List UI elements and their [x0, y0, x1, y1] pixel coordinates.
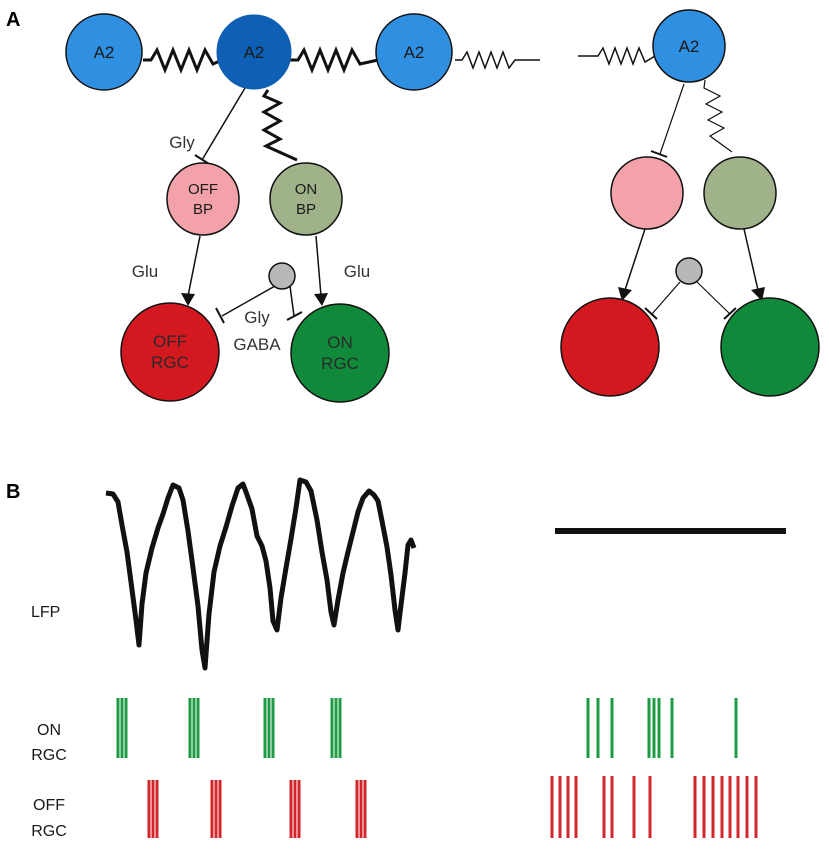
on-glu-synapse [314, 293, 328, 306]
off-bp-label-line2: BP [193, 201, 213, 218]
off-rgc-label-line1: OFF [153, 332, 187, 351]
inhib-line-left [221, 285, 276, 317]
a2-cell-4 [652, 9, 726, 83]
on-rgc-row-label-line2: RGC [31, 747, 67, 764]
inhib-bar-left [215, 307, 225, 324]
a2-label-1: A2 [94, 43, 115, 62]
right-inhib-bar-right [723, 307, 737, 320]
gap-junction-on-bp [260, 89, 298, 162]
right-on-bp-to-rgc [743, 228, 759, 291]
off-glu-synapse [181, 293, 195, 306]
a2-cell-2 [216, 14, 292, 90]
lfp-label: LFP [31, 604, 60, 621]
off-bp-to-off-rgc [187, 235, 201, 297]
right-off-rgc-cell [560, 297, 660, 397]
on-bp-label-line2: BP [296, 201, 316, 218]
gap-junction-3 [455, 49, 540, 71]
amacrine-cell-right [675, 257, 703, 285]
right-off-glu-synapse [618, 287, 632, 301]
on-rgc-spikes-right [586, 698, 738, 758]
on-rgc-label-line1: ON [327, 333, 353, 352]
off-bp-cell [166, 162, 240, 236]
inhib-line-right [289, 285, 295, 317]
on-rgc-label-line2: RGC [321, 354, 359, 373]
right-off-bp-to-rgc [624, 228, 646, 291]
right-inhib-bar-left [644, 307, 658, 320]
on-bp-label-line1: ON [295, 181, 318, 198]
gly-synapse-line [201, 87, 246, 161]
right-inhib-line-left [651, 281, 681, 315]
gap-junction-2 [290, 45, 379, 75]
a2-label-3: A2 [404, 43, 425, 62]
off-rgc-cell [120, 302, 220, 402]
lfp-oscillation-trace [105, 477, 417, 671]
on-bp-to-on-rgc [315, 235, 322, 297]
off-rgc-label-line2: RGC [151, 353, 189, 372]
right-gly-line [659, 83, 685, 155]
off-rgc-spikes-right [550, 776, 758, 838]
gap-junction-1 [143, 45, 223, 75]
a2-cell-1 [65, 13, 143, 91]
amacrine-cell-left [268, 262, 296, 290]
gap-junction-4 [578, 45, 656, 67]
panel-a-label: A [6, 9, 20, 31]
off-bp-label-line1: OFF [188, 181, 218, 198]
a2-cell-3 [375, 13, 453, 91]
right-gly-bar [650, 150, 668, 158]
glu-left-label: Glu [132, 262, 158, 281]
gly-inhib-label: Gly [244, 308, 270, 327]
a2-label-2: A2 [244, 43, 265, 62]
gly-top-label: Gly [169, 133, 195, 152]
gaba-label: GABA [233, 335, 281, 354]
right-on-glu-synapse [751, 287, 765, 301]
right-inhib-line-right [696, 281, 731, 315]
glu-right-label: Glu [344, 262, 370, 281]
right-on-bp-cell [703, 156, 777, 230]
right-off-bp-cell [610, 156, 684, 230]
a2-label-4: A2 [679, 37, 700, 56]
panel-b-label: B [6, 481, 20, 503]
right-on-rgc-cell [720, 297, 820, 397]
off-rgc-spikes-left [147, 780, 367, 838]
on-rgc-spikes-left [116, 698, 342, 758]
right-gap-junction-bp [703, 79, 733, 153]
off-rgc-row-label-line2: RGC [31, 823, 67, 840]
on-bp-cell [269, 162, 343, 236]
on-rgc-row-label-line1: ON [37, 722, 61, 739]
on-rgc-cell [290, 303, 390, 403]
off-rgc-row-label-line1: OFF [33, 797, 65, 814]
inhib-bar-right [286, 311, 303, 321]
